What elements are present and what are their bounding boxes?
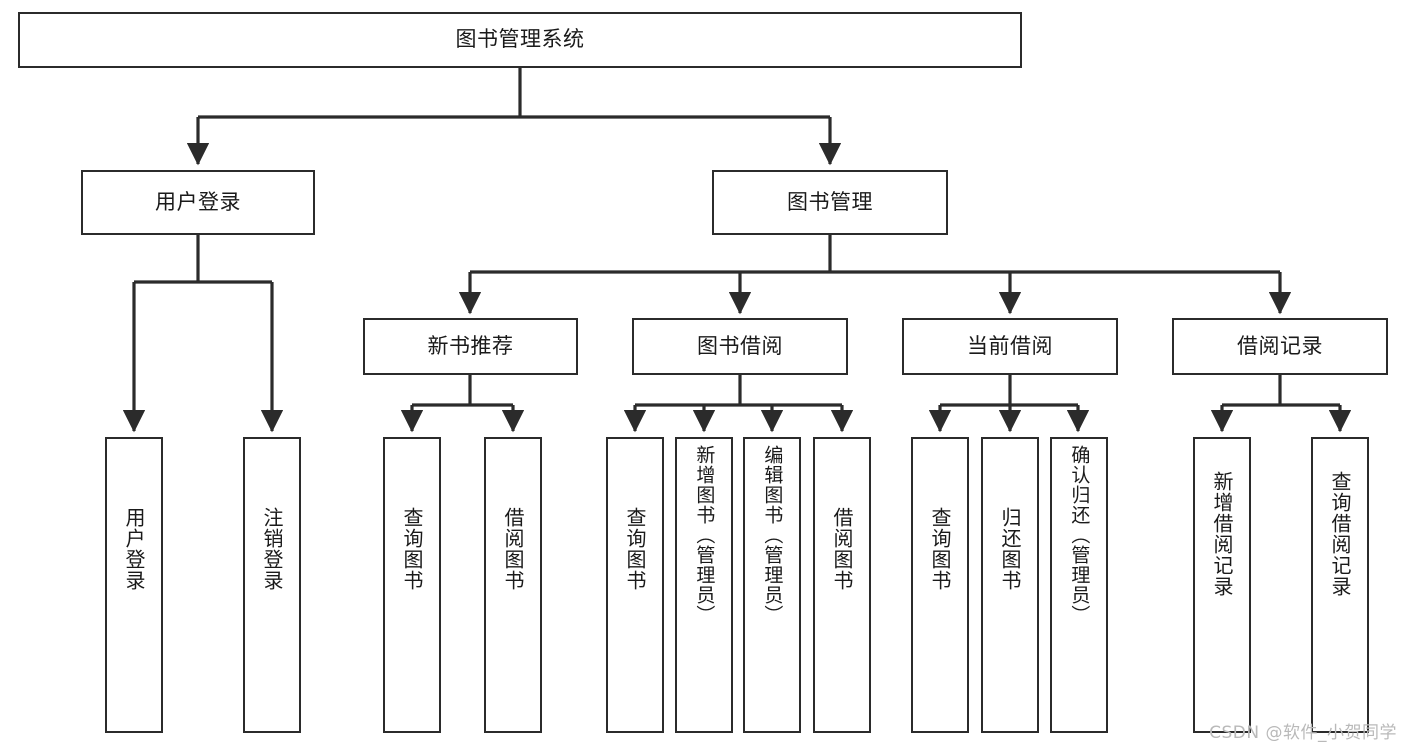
node-label: 借阅记录: [1237, 333, 1323, 358]
leaf-recommend-query-book[interactable]: 查询图书: [383, 437, 441, 733]
leaf-user-login-logout[interactable]: 注销登录: [243, 437, 301, 733]
node-root-system[interactable]: 图书管理系统: [18, 12, 1022, 68]
node-borrow-record[interactable]: 借阅记录: [1172, 318, 1388, 375]
node-label: 新增借阅记录: [1210, 471, 1234, 597]
node-label: 查询借阅记录: [1328, 471, 1352, 597]
leaf-user-login-login[interactable]: 用户登录: [105, 437, 163, 733]
leaf-borrow-query-book[interactable]: 查询图书: [606, 437, 664, 733]
node-label: 用户登录: [122, 507, 146, 591]
node-book-management[interactable]: 图书管理: [712, 170, 948, 235]
leaf-current-return-book[interactable]: 归还图书: [981, 437, 1039, 733]
node-label: 确认归还（管理员）: [1068, 445, 1091, 625]
node-label: 图书管理: [787, 189, 873, 214]
node-label: 当前借阅: [967, 333, 1053, 358]
node-label: 用户登录: [155, 189, 241, 214]
node-label: 图书管理系统: [455, 27, 585, 52]
node-book-borrow[interactable]: 图书借阅: [632, 318, 848, 375]
node-label: 借阅图书: [501, 507, 525, 591]
leaf-borrow-add-book-admin[interactable]: 新增图书（管理员）: [675, 437, 733, 733]
node-label: 编辑图书（管理员）: [761, 445, 784, 625]
node-label: 新书推荐: [427, 333, 514, 358]
node-label: 图书借阅: [697, 333, 783, 358]
leaf-current-confirm-return-admin[interactable]: 确认归还（管理员）: [1050, 437, 1108, 733]
leaf-record-query-record[interactable]: 查询借阅记录: [1311, 437, 1369, 733]
leaf-recommend-borrow-book[interactable]: 借阅图书: [484, 437, 542, 733]
leaf-borrow-borrow-book[interactable]: 借阅图书: [813, 437, 871, 733]
leaf-record-add-record[interactable]: 新增借阅记录: [1193, 437, 1251, 733]
leaf-current-query-book[interactable]: 查询图书: [911, 437, 969, 733]
node-user-login[interactable]: 用户登录: [81, 170, 315, 235]
node-label: 查询图书: [928, 507, 952, 591]
node-label: 借阅图书: [830, 507, 854, 591]
node-new-book-recommend[interactable]: 新书推荐: [363, 318, 578, 375]
node-label: 查询图书: [623, 507, 647, 591]
node-label: 注销登录: [260, 507, 284, 591]
node-label: 归还图书: [998, 507, 1022, 591]
node-label: 新增图书（管理员）: [693, 445, 716, 625]
node-label: 查询图书: [400, 507, 424, 591]
leaf-borrow-edit-book-admin[interactable]: 编辑图书（管理员）: [743, 437, 801, 733]
node-current-borrow[interactable]: 当前借阅: [902, 318, 1118, 375]
